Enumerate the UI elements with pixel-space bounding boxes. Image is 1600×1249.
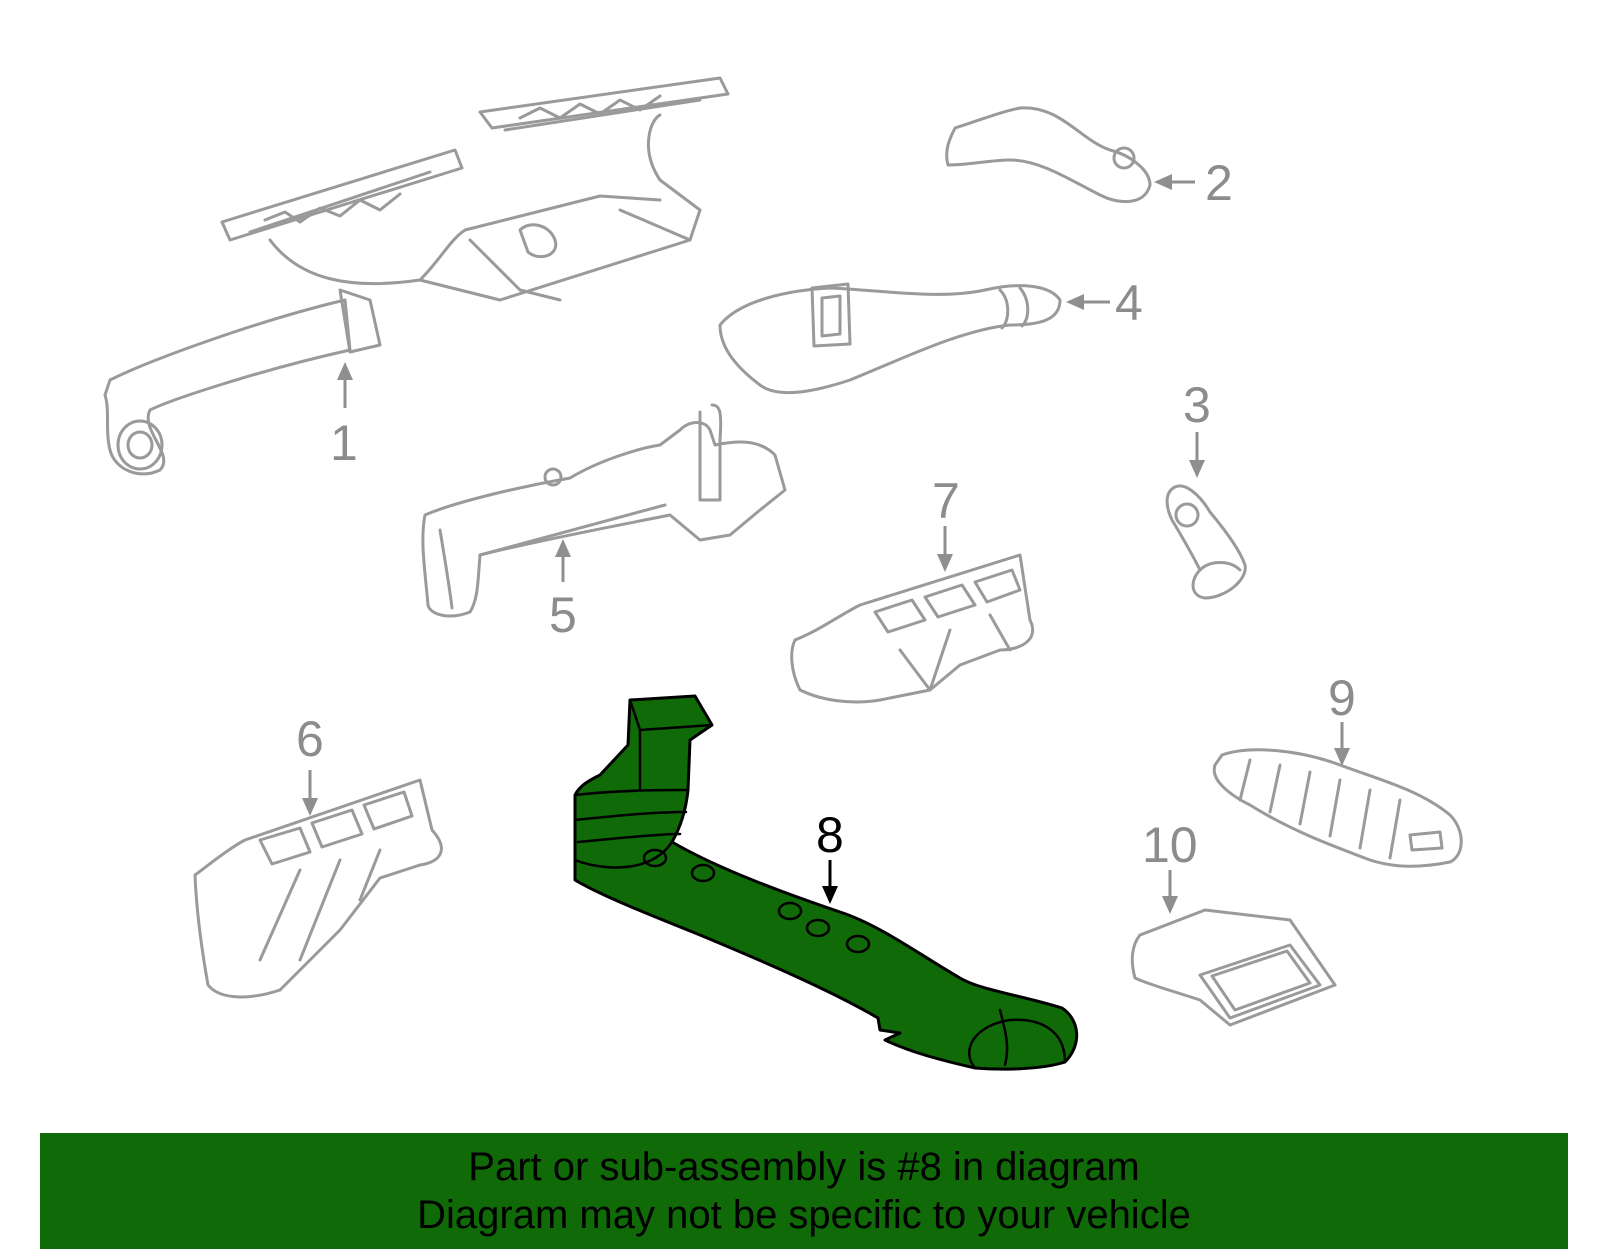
callout-7: 7 bbox=[932, 473, 960, 572]
callout-1: 1 bbox=[330, 362, 358, 471]
callout-label-6: 6 bbox=[296, 711, 324, 767]
part-6-vent[interactable] bbox=[193, 778, 443, 999]
banner-line-2: Diagram may not be specific to your vehi… bbox=[417, 1193, 1191, 1237]
callout-4: 4 bbox=[1066, 275, 1143, 331]
callout-label-1: 1 bbox=[330, 415, 358, 471]
banner-line-1: Part or sub-assembly is #8 in diagram bbox=[468, 1145, 1140, 1189]
callout-10: 10 bbox=[1142, 817, 1198, 914]
callout-label-3: 3 bbox=[1183, 377, 1211, 433]
part-2-tube[interactable] bbox=[945, 106, 1152, 204]
part-3-elbow[interactable] bbox=[1165, 484, 1247, 600]
part-8-floor-duct-highlighted[interactable] bbox=[573, 694, 1079, 1071]
callout-label-8: 8 bbox=[816, 807, 844, 863]
callout-9: 9 bbox=[1328, 670, 1356, 766]
callout-label-7: 7 bbox=[932, 473, 960, 529]
callout-label-5: 5 bbox=[549, 587, 577, 643]
callout-label-9: 9 bbox=[1328, 670, 1356, 726]
callout-label-2: 2 bbox=[1205, 155, 1233, 211]
callout-label-4: 4 bbox=[1115, 275, 1143, 331]
callout-6: 6 bbox=[296, 711, 324, 816]
part-4-duct[interactable] bbox=[718, 282, 1062, 395]
part-7-vent[interactable] bbox=[790, 553, 1035, 704]
info-banner: Part or sub-assembly is #8 in diagram Di… bbox=[40, 1133, 1568, 1249]
callout-8: 8 bbox=[816, 807, 844, 904]
part-5-duct[interactable] bbox=[421, 403, 787, 618]
callout-label-10: 10 bbox=[1142, 817, 1198, 873]
callout-3: 3 bbox=[1183, 377, 1211, 478]
callout-5: 5 bbox=[549, 539, 577, 643]
part-1-dash-duct[interactable] bbox=[103, 76, 730, 476]
part-9-duct[interactable] bbox=[1212, 748, 1463, 868]
part-10-register[interactable] bbox=[1130, 908, 1337, 1027]
callout-2: 2 bbox=[1154, 155, 1233, 211]
